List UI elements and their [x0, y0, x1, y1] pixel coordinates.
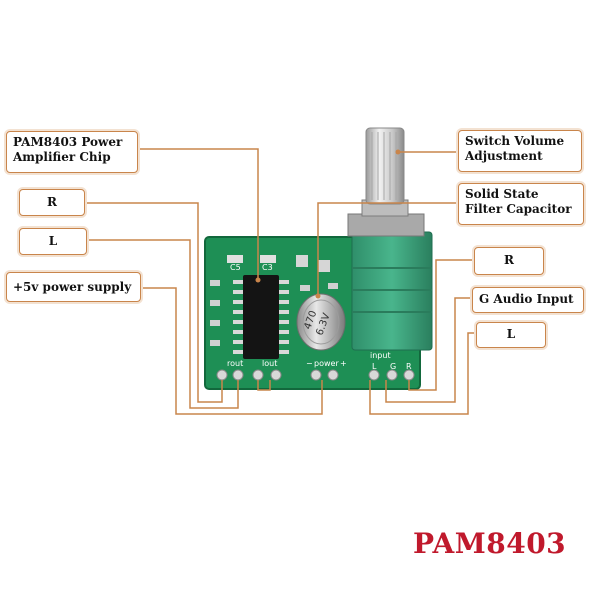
label-g-audio-input: G Audio Input [472, 287, 584, 313]
silk-c3: C3 [262, 263, 273, 272]
silk-minus: − [306, 359, 313, 368]
label-solid-state-capacitor: Solid State Filter Capacitor [458, 183, 584, 225]
label-right-r: R [474, 247, 544, 275]
silk-plus: + [340, 359, 347, 368]
label-right-l: L [476, 322, 546, 348]
label-left-l: L [19, 228, 87, 255]
silk-rout: rout [227, 359, 243, 368]
pam8403-ic [233, 275, 289, 359]
filter-capacitor: 470 6.3V [296, 293, 346, 351]
page-title: PAM8403 [413, 527, 567, 560]
silk-lout: lout [262, 359, 277, 368]
label-pam8403-chip: PAM8403 Power Amplifier Chip [6, 131, 138, 173]
label-left-r: R [19, 189, 85, 216]
silk-r: R [406, 362, 412, 371]
silkscreen-labels: C5 C3 rout lout power input L G R − + [227, 263, 412, 371]
silk-power: power [314, 359, 339, 368]
silk-g: G [390, 362, 396, 371]
label-switch-volume: Switch Volume Adjustment [458, 130, 582, 172]
callout-dots [255, 149, 401, 299]
smd-components [210, 255, 338, 346]
potentiometer [347, 127, 433, 351]
solder-pads [216, 369, 415, 381]
silk-c5: C5 [230, 263, 241, 272]
callout-lines [84, 148, 476, 415]
silk-input: input [370, 351, 391, 360]
silk-l: L [372, 362, 377, 371]
label-power-supply: +5v power supply [6, 272, 141, 302]
